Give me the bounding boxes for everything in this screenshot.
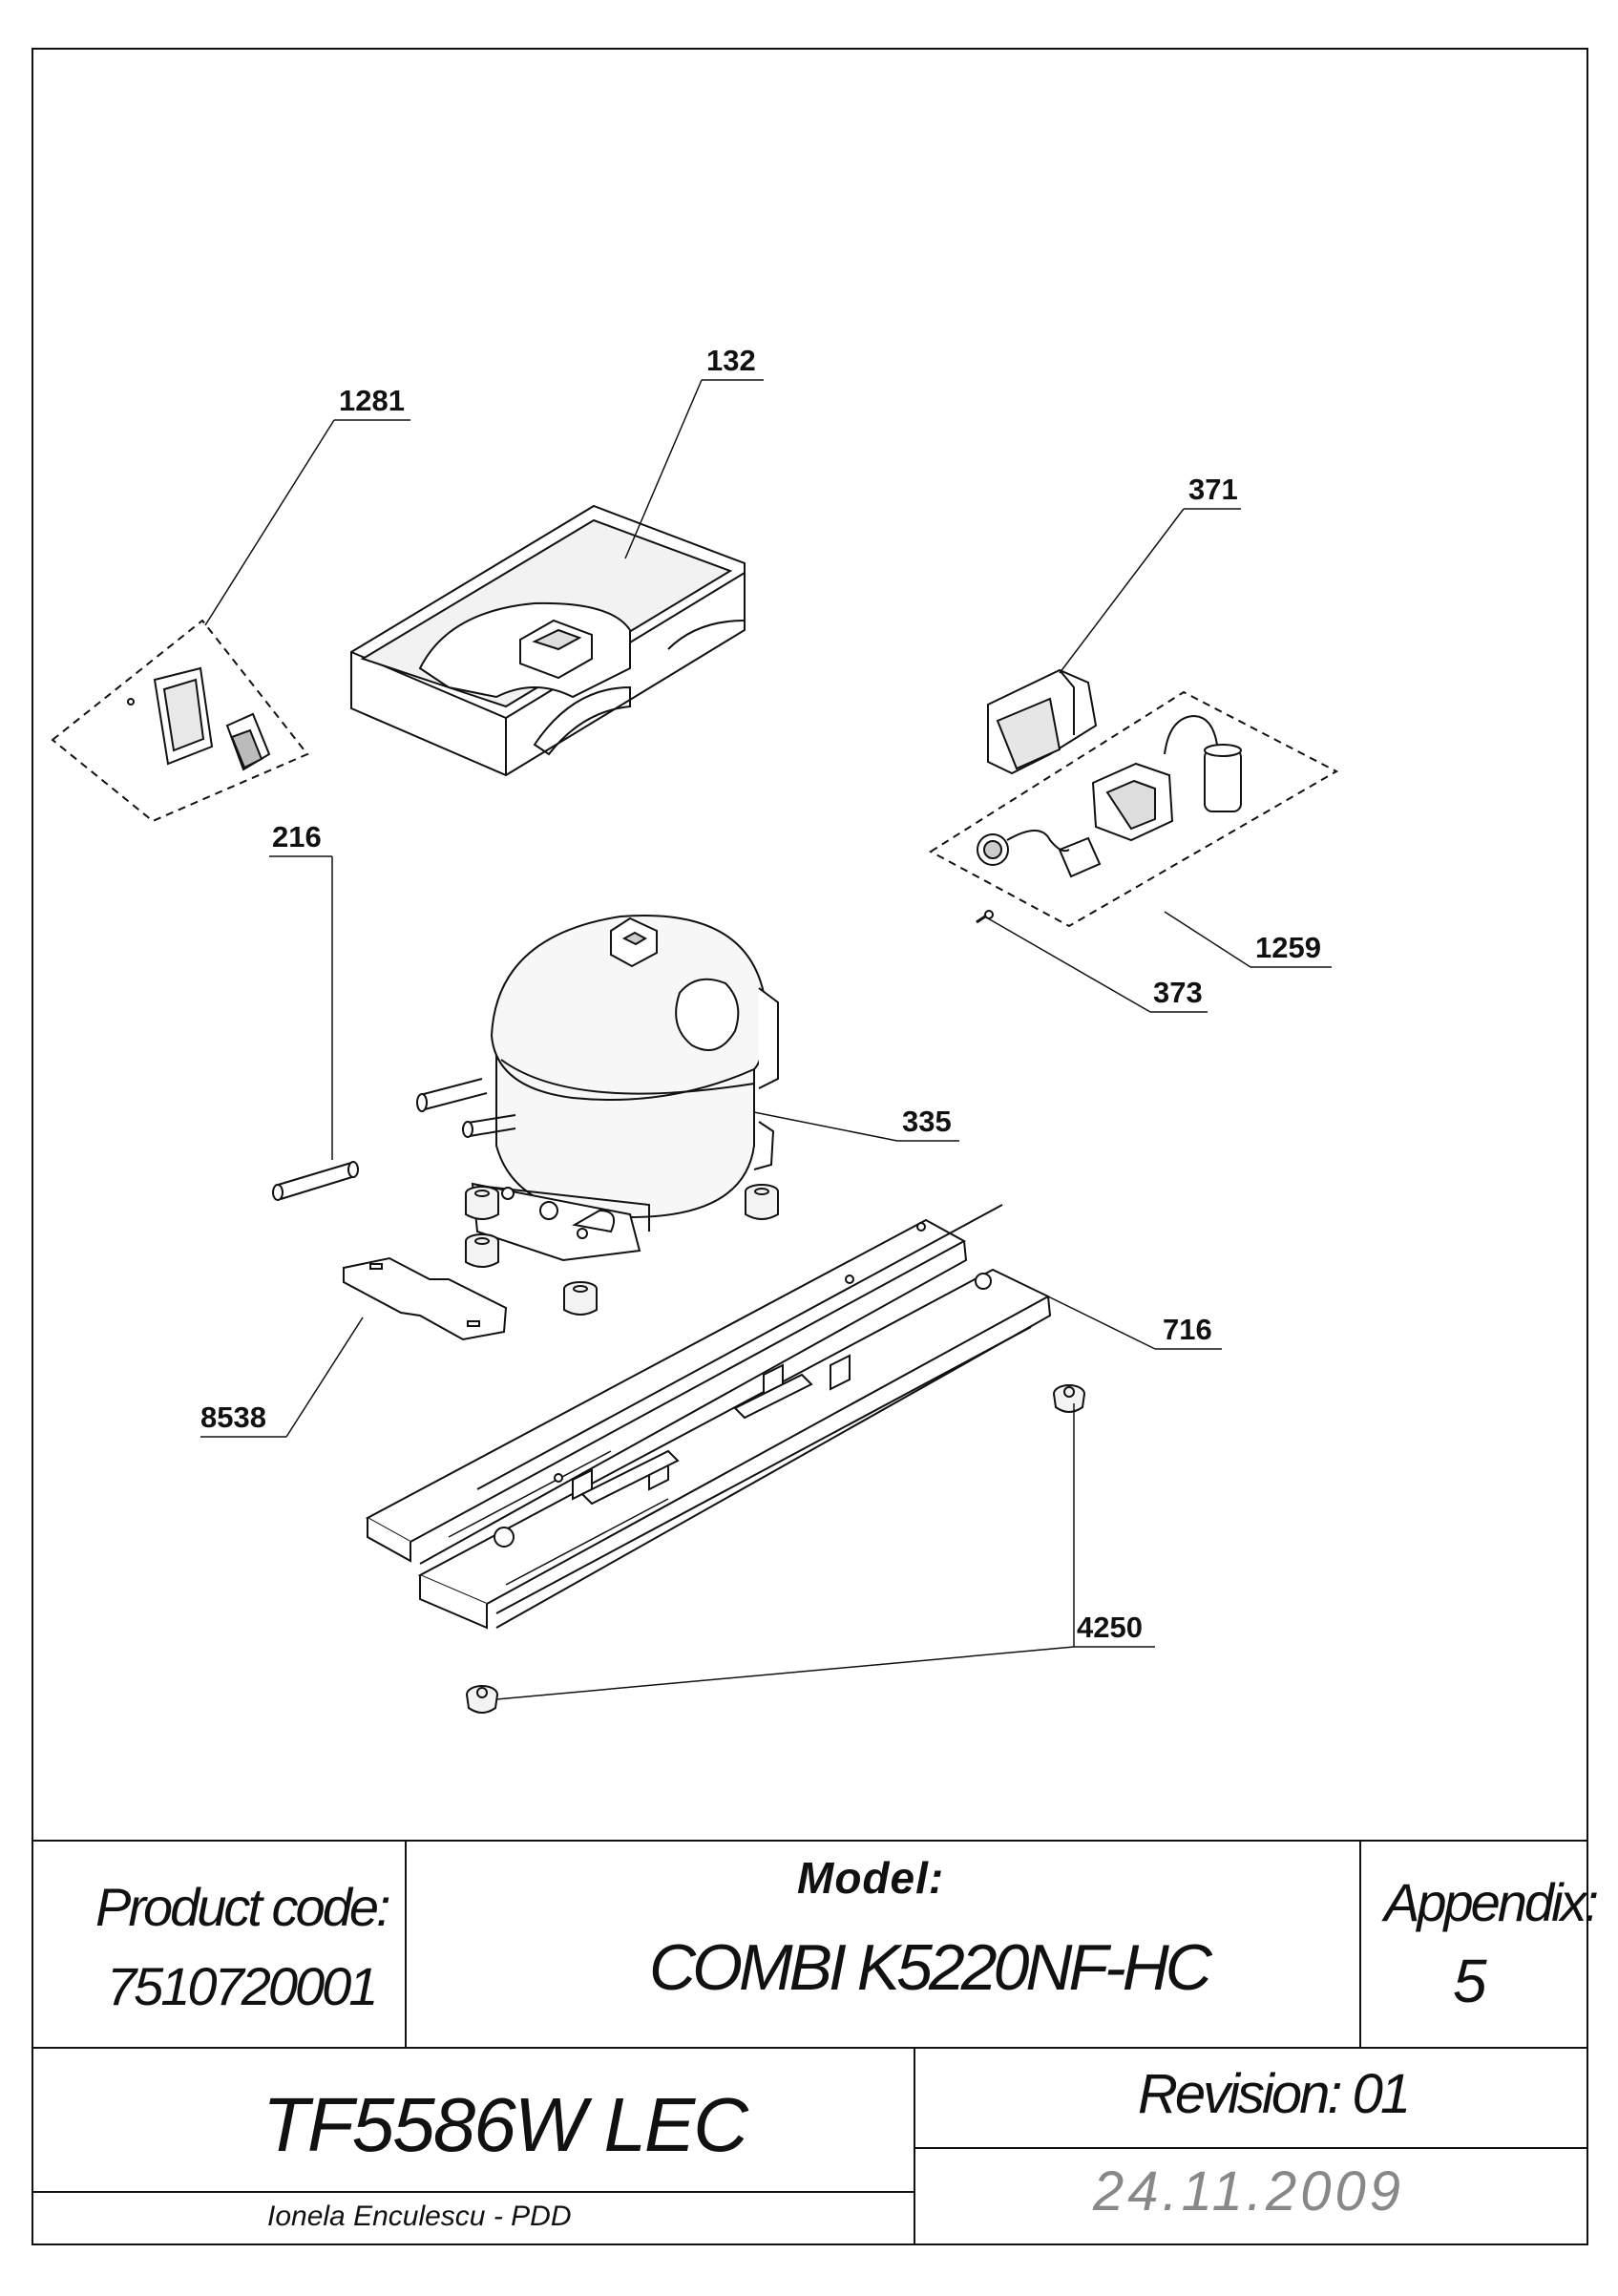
appendix-value: 5: [1453, 1947, 1487, 2015]
sheet-border: [32, 48, 1588, 2245]
callout-4250: 4250: [1077, 1611, 1143, 1644]
product-code-label: Product code:: [95, 1877, 391, 1937]
callout-1281: 1281: [339, 384, 405, 417]
part-8538-plate: [343, 1256, 508, 1341]
callout-132: 132: [706, 344, 756, 377]
callout-8538: 8538: [200, 1401, 266, 1434]
product-code-value: 7510720001: [107, 1956, 378, 2016]
part-1281-group: [51, 619, 309, 823]
part-216-pin: [272, 1161, 359, 1201]
callout-216: 216: [272, 820, 322, 853]
part-371-relay-cover: [987, 668, 1098, 775]
date: 24.11.2009: [1093, 2160, 1404, 2222]
model-value: COMBI K5220NF-HC: [649, 1931, 1212, 2004]
part-132-drip-tray: [350, 504, 746, 777]
part-335-compressor: [416, 915, 779, 1262]
callout-labels: 132 1281 371 216 1259 373 335 716 8538 4…: [200, 344, 1321, 1644]
appendix-label: Appendix:: [1384, 1872, 1599, 1932]
callout-1259: 1259: [1255, 931, 1321, 964]
author: Ionela Enculescu - PDD: [267, 2201, 572, 2232]
part-716-base-rails: [365, 1204, 1052, 1630]
part-1259-group: [929, 690, 1339, 928]
callout-335: 335: [902, 1105, 952, 1138]
leader-lines: [200, 379, 1332, 1700]
model-label: Model:: [797, 1853, 945, 1903]
callout-373: 373: [1153, 976, 1203, 1009]
part-4250-clips: [466, 1384, 1085, 1714]
revision: Revision: 01: [1138, 2063, 1411, 2125]
rubber-grommets: [465, 1184, 779, 1316]
callout-371: 371: [1188, 473, 1238, 506]
title-block-grid: [32, 1840, 1587, 2244]
part-name: TF5586W LEC: [263, 2082, 748, 2167]
callout-716: 716: [1163, 1313, 1212, 1346]
